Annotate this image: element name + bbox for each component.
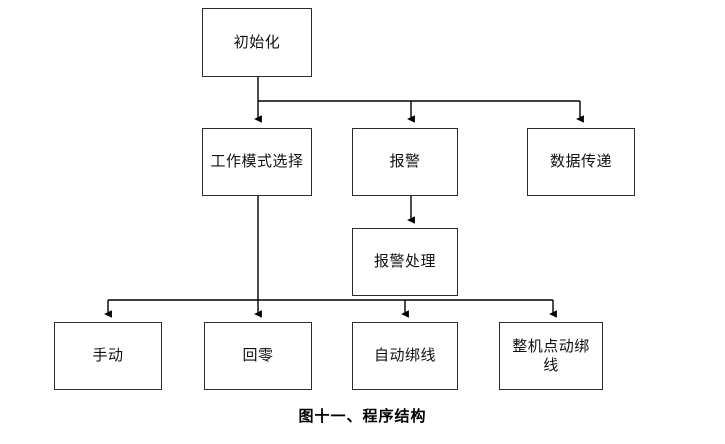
node-data-transfer[interactable]: 数据传递 [527,128,635,196]
node-machine-jog-binding[interactable]: 整机点动绑线 [499,322,603,390]
edge-init-to-row2 [254,77,584,123]
node-manual-label: 手动 [92,346,124,365]
node-init[interactable]: 初始化 [202,8,312,77]
node-alarm[interactable]: 报警 [352,128,458,196]
node-manual[interactable]: 手动 [54,322,162,390]
node-alarm-processing[interactable]: 报警处理 [352,228,458,296]
node-return-to-zero-label: 回零 [242,346,274,365]
node-work-mode-selection-label: 工作模式选择 [210,152,304,171]
node-init-label: 初始化 [233,32,281,51]
node-alarm-label: 报警 [389,152,421,171]
node-data-transfer-label: 数据传递 [549,152,612,171]
node-machine-jog-binding-label: 整机点动绑线 [512,336,590,374]
figure-caption: 图十一、程序结构 [298,407,427,425]
edge-workmode-to-row4 [104,196,557,318]
node-alarm-processing-label: 报警处理 [373,252,436,271]
node-auto-binding-label: 自动绑线 [373,346,436,365]
node-work-mode-selection[interactable]: 工作模式选择 [202,128,312,196]
node-auto-binding[interactable]: 自动绑线 [352,322,458,390]
node-return-to-zero[interactable]: 回零 [204,322,312,390]
